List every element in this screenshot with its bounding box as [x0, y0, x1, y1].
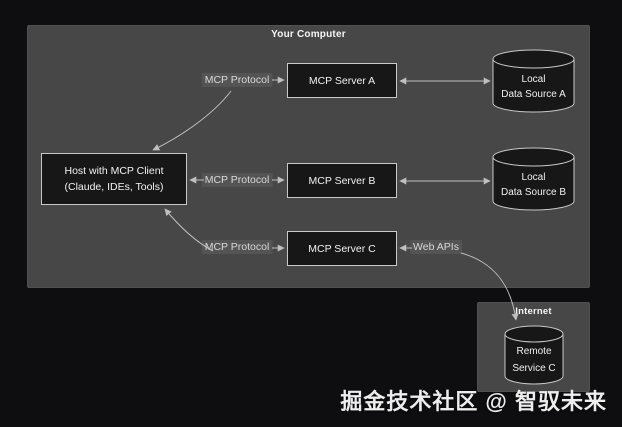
mcp-server-b-node: MCP Server B [287, 163, 397, 198]
web-apis-label: Web APIs [410, 240, 462, 254]
database-icon [492, 147, 575, 211]
database-icon [504, 325, 564, 385]
data-source-a-line2: Data Source A [501, 89, 566, 100]
mcp-protocol-label-b: MCP Protocol [201, 173, 273, 187]
mcp-server-a-label: MCP Server A [308, 74, 376, 87]
data-source-b-line2: Data Source B [500, 187, 567, 198]
mcp-server-c-label: MCP Server C [308, 242, 376, 255]
your-computer-title: Your Computer [271, 29, 346, 40]
remote-service-line1: Remote [516, 346, 552, 357]
internet-title: Internet [515, 306, 552, 317]
remote-service-c-cylinder: Remote Service C [504, 325, 564, 385]
data-source-a-line1: Local [521, 74, 546, 85]
local-data-source-b-cylinder: Local Data Source B [492, 147, 575, 211]
remote-service-line2: Service C [512, 363, 556, 374]
data-source-b-line1: Local [521, 172, 546, 183]
mcp-protocol-label-c: MCP Protocol [201, 240, 273, 254]
watermark-text: 掘金技术社区 @ 智驭未来 [340, 389, 607, 414]
mcp-server-a-node: MCP Server A [287, 63, 397, 98]
mcp-server-c-node: MCP Server C [287, 231, 397, 266]
database-icon [492, 49, 575, 113]
local-data-source-a-cylinder: Local Data Source A [492, 49, 575, 113]
mcp-protocol-label-a: MCP Protocol [201, 73, 273, 87]
host-node: Host with MCP Client (Claude, IDEs, Tool… [41, 153, 187, 205]
mcp-server-b-label: MCP Server B [308, 174, 376, 187]
host-label-line2: (Claude, IDEs, Tools) [64, 181, 164, 193]
host-label-line1: Host with MCP Client [64, 165, 164, 177]
